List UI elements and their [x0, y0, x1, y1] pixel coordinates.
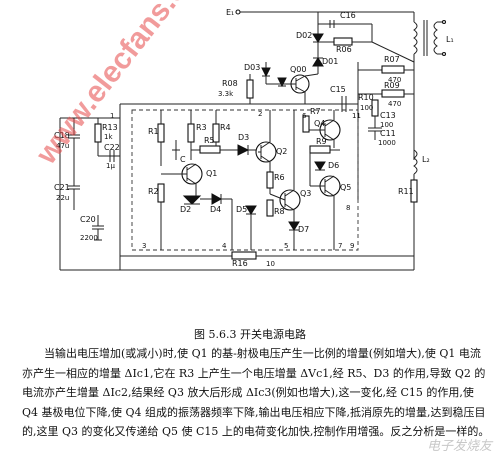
label-r10: R10	[358, 93, 374, 102]
label-c18-value: 47u	[56, 142, 69, 150]
label-r07-value: 470	[388, 76, 401, 84]
component-labels: E₁ L₁ C16 R06 D02 D01 D03 R08 3.3k Q00 C…	[54, 8, 454, 268]
corner-logo-watermark: 电子发烧友	[426, 439, 492, 454]
left-capacitors	[68, 118, 120, 240]
q3-stage	[245, 110, 301, 250]
label-q3: Q3	[300, 189, 311, 198]
node-3: 3	[142, 242, 146, 250]
label-d03: D03	[244, 63, 260, 72]
label-r08-value: 3.3k	[218, 90, 234, 98]
circuit-description: 当输出电压增加(或减小)时,使 Q1 的基-射极电压产生一比例的增量(例如增大)…	[22, 347, 490, 438]
label-d6: D6	[328, 161, 339, 170]
label-r4: R4	[220, 123, 231, 132]
node-5: 5	[284, 242, 288, 250]
label-c21-value: 22u	[56, 194, 69, 202]
label-r13: R13	[102, 123, 118, 132]
label-c21: C21	[54, 183, 70, 192]
node-1: 1	[110, 112, 114, 120]
q4-q5-stage	[302, 110, 341, 250]
label-r09-value: 470	[388, 100, 401, 108]
label-r10-value: 100	[360, 104, 373, 112]
label-r5: R5	[204, 136, 215, 145]
label-r07: R07	[384, 55, 400, 64]
label-r2: R2	[148, 187, 159, 196]
label-r09: R09	[384, 81, 400, 90]
label-c15: C15	[330, 85, 346, 94]
node-2: 2	[258, 110, 262, 118]
label-q00: Q00	[290, 65, 306, 74]
node-6: 6	[302, 112, 307, 120]
frame-lines	[59, 103, 414, 271]
transformer-l1	[413, 19, 447, 62]
label-d01: D01	[322, 57, 338, 66]
label-d2: D2	[180, 205, 191, 214]
label-d02: D02	[296, 31, 312, 40]
label-r3: R3	[196, 123, 207, 132]
q00-stage	[246, 62, 319, 104]
r16-feedback	[120, 251, 414, 260]
figure-caption: 图 5.6.3 开关电源电路	[194, 328, 306, 341]
label-r6: R6	[274, 173, 285, 182]
q1-stage	[157, 110, 233, 250]
label-r9: R9	[316, 137, 327, 146]
label-c18: C18	[54, 131, 70, 140]
label-d7: D7	[298, 225, 309, 234]
control-module-outline	[131, 109, 359, 251]
node-10: 10	[266, 260, 275, 268]
label-r7: R7	[310, 107, 321, 116]
label-c22: C22	[104, 143, 120, 152]
label-d4: D4	[210, 205, 221, 214]
q2-stage	[191, 110, 277, 172]
switching-power-supply-schematic: E₁ L₁ C16 R06 D02 D01 D03 R08 3.3k Q00 C…	[54, 8, 454, 271]
node-8: 8	[346, 204, 350, 212]
label-q2: Q2	[276, 147, 287, 156]
label-q1: Q1	[206, 169, 217, 178]
label-r08: R08	[222, 79, 238, 88]
label-r13-value: 1k	[104, 133, 113, 141]
label-d5: D5	[236, 205, 247, 214]
label-r8: R8	[274, 207, 285, 216]
top-rail	[235, 9, 415, 22]
label-q4: Q4	[314, 119, 325, 128]
label-c22-value: 1μ	[106, 162, 115, 170]
label-c20-value: 2200	[80, 234, 98, 242]
label-c11-value: 1000	[378, 139, 396, 147]
node-9: 9	[350, 242, 354, 250]
label-l1: L₁	[446, 35, 454, 44]
node-7: 7	[338, 242, 342, 250]
label-c: C	[180, 155, 186, 164]
snubber-branch	[312, 12, 415, 74]
label-c20: C20	[80, 215, 96, 224]
label-c13-value: 100	[380, 121, 393, 129]
label-e1: E₁	[226, 8, 234, 17]
label-l2: L₂	[422, 155, 430, 164]
label-q5: Q5	[340, 183, 351, 192]
r07-r09	[358, 62, 415, 160]
label-r16: R16	[232, 259, 248, 268]
l2-r11	[410, 149, 418, 270]
node-4: 4	[222, 242, 227, 250]
label-r06: R06	[336, 45, 352, 54]
label-c16: C16	[340, 11, 356, 20]
label-d3: D3	[238, 133, 249, 142]
label-c13: C13	[380, 111, 396, 120]
node-11: 11	[352, 112, 361, 120]
label-r11: R11	[398, 187, 414, 196]
ground-symbols	[70, 239, 102, 271]
label-c11: C11	[380, 129, 396, 138]
r10-c13-c11	[368, 99, 382, 140]
label-r1: R1	[148, 127, 159, 136]
